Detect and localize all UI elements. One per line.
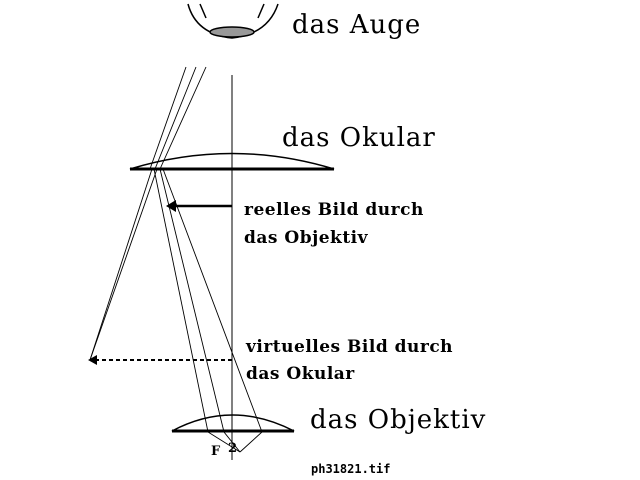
real-image-label-line2: das Objektiv	[244, 228, 369, 248]
ray-virtual-extension	[89, 168, 153, 361]
eyepiece-lens	[129, 152, 335, 170]
ray	[153, 168, 241, 453]
virtual-image-label-line1: virtuelles Bild durch	[245, 337, 453, 357]
virtual-image-arrow	[88, 355, 232, 365]
eye-label: das Auge	[292, 10, 421, 40]
filename-caption: ph31821.tif	[311, 462, 390, 476]
light-rays	[89, 66, 263, 453]
real-image-label-line1: reelles Bild durch	[244, 200, 424, 220]
ray	[162, 168, 263, 453]
focal-point-label: F	[211, 444, 221, 459]
objective-lens	[171, 414, 295, 432]
eyepiece-label: das Okular	[282, 123, 436, 153]
pupil	[209, 26, 255, 38]
eye-icon	[187, 3, 279, 39]
objective-label: das Objektiv	[310, 405, 486, 435]
ray	[154, 66, 197, 170]
eye-outline	[187, 3, 279, 39]
ray	[159, 168, 241, 453]
eyelash	[257, 3, 265, 19]
eyelash	[199, 3, 207, 19]
ray	[159, 66, 207, 170]
ray-virtual-extension	[89, 168, 158, 361]
focal-point-index: 2	[228, 441, 237, 456]
ray	[149, 66, 187, 170]
virtual-image-label-line2: das Okular	[246, 364, 355, 384]
real-image-arrow	[166, 200, 232, 212]
